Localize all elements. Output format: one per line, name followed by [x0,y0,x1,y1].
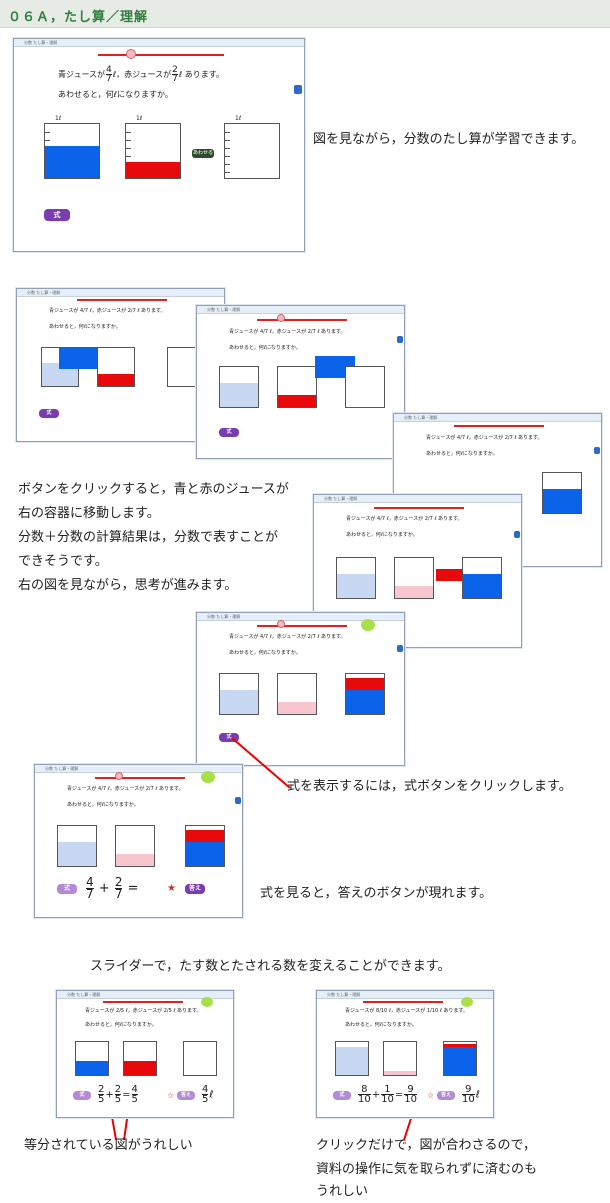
combine-button[interactable]: あわせる [192,149,214,158]
pencil-icon[interactable] [294,85,302,94]
caption-7-line-2: 資料の操作に気を取られずに済むのも [316,1162,538,1177]
page-header: ０６Ａ，たし算／理解 [0,0,610,28]
caption-2-line-5: 右の図を見ながら，思考が進みます。 [18,578,238,593]
answer-button[interactable]: 答え [185,884,205,894]
caption-7-line-3: うれしい [316,1184,369,1199]
page-title: ０６Ａ，たし算／理解 [8,10,149,25]
formula-button[interactable]: 式 [44,209,70,221]
caption-1: 図を見ながら，分数のたし算が学習できます。 [313,132,585,147]
star-icon: ★ [167,883,176,894]
screenshot-step5: 分数 たし算・理解 青ジュースが 4/7 ℓ，赤ジュースが 2/7 ℓ あります… [196,612,405,766]
flower-icon [126,49,136,59]
screenshot-equation: 分数 たし算・理解 青ジュースが 4/7 ℓ，赤ジュースが 2/7 ℓ あります… [34,764,243,918]
container-red: 1ℓ [125,115,181,179]
caption-7-line-1: クリックだけで，図が合わさるので， [316,1138,536,1153]
question-line-2: あわせると，何ℓになりますか。 [58,90,173,99]
caption-2-line-3: 分数＋分数の計算結果は，分数で表すことが [18,530,279,545]
formula-button-small[interactable]: 式 [219,733,239,742]
caption-3: 式を表示するには，式ボタンをクリックします。 [287,779,572,794]
screenshot-step1: 分数 たし算・理解 青ジュースが 4/7 ℓ，赤ジュースが 2/7 ℓ あります… [16,288,225,442]
title-rule [98,54,224,56]
caption-6: 等分されている図がうれしい [24,1138,193,1153]
caption-5: スライダーで，たす数とたされる数を変えることができます。 [90,959,451,974]
window-titlebar: 分数 たし算・理解 [14,39,304,47]
screenshot-step2: 分数 たし算・理解 青ジュースが 4/7 ℓ，赤ジュースが 2/7 ℓ あります… [196,305,405,459]
caption-2-line-4: できそうです。 [18,554,108,569]
caption-2-line-1: ボタンをクリックすると，青と赤のジュースが [18,482,289,497]
caption-4: 式を見ると，答えのボタンが現れます。 [260,886,493,901]
screenshot-slider-1: 分数 たし算・理解 青ジュースが 2/5 ℓ，赤ジュースが 2/5 ℓ あります… [56,990,234,1118]
container-result: 1ℓ [224,115,280,179]
screenshot-slider-2: 分数 たし算・理解 青ジュースが 8/10 ℓ，赤ジュースが 1/10 ℓ あり… [316,990,494,1118]
caption-2-line-2: 右の容器に移動します。 [18,506,160,521]
container-blue: 1ℓ [44,115,100,179]
